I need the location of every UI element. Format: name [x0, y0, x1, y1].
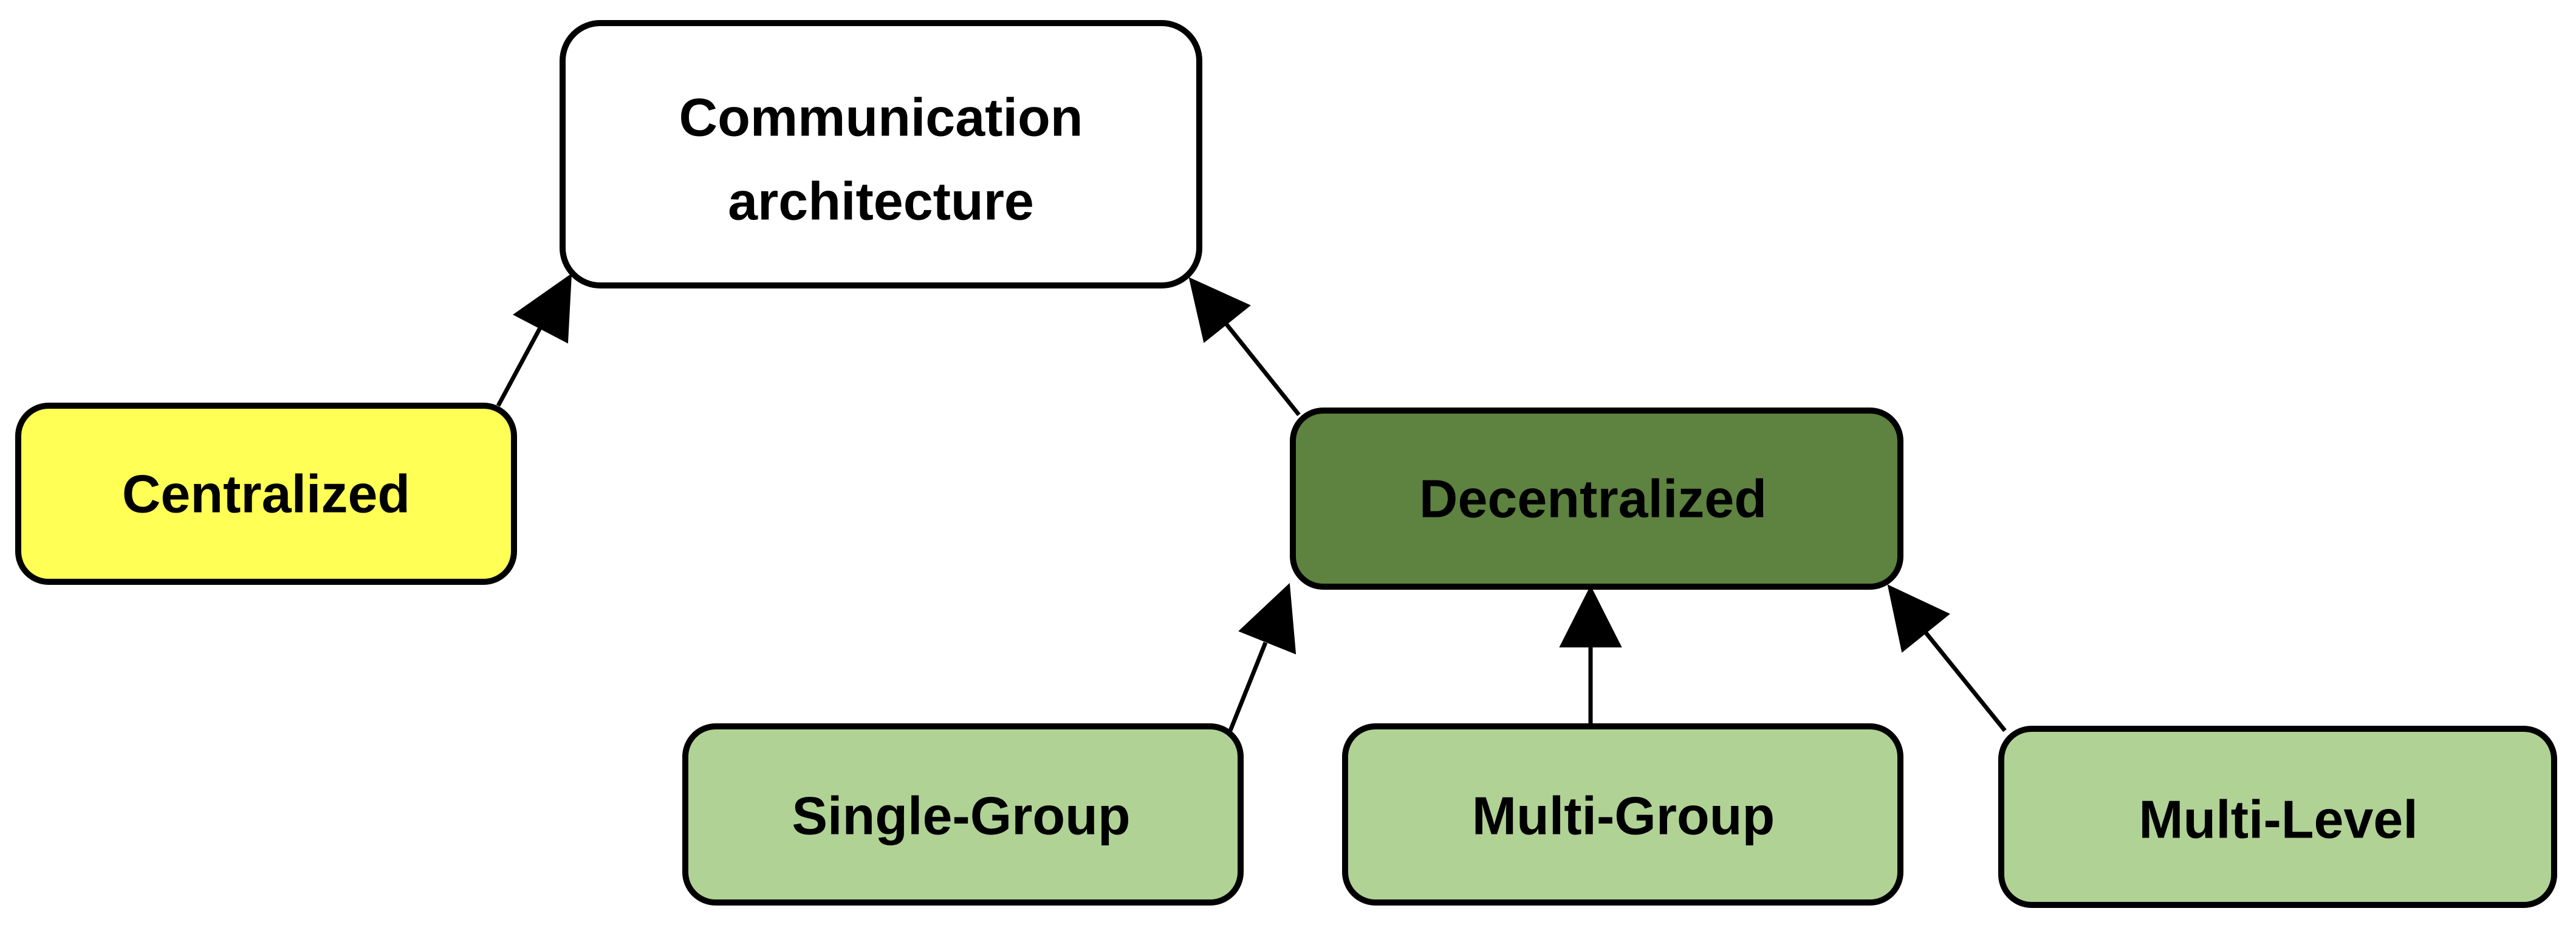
node-single-group: Single-Group — [682, 723, 1244, 906]
node-decentralized: Decentralized — [1290, 408, 1903, 590]
node-label: Single-Group — [792, 785, 1130, 845]
node-label-line2: architecture — [728, 171, 1034, 231]
arrowhead-icon — [1887, 584, 1950, 653]
edge-line — [1924, 631, 2007, 732]
edge-single-group-to-decentralized — [1228, 582, 1297, 732]
edge-line — [496, 326, 543, 407]
node-multi-level: Multi-Level — [1998, 726, 2557, 908]
arrowhead-icon — [513, 273, 572, 344]
arrowhead-icon — [1188, 277, 1251, 343]
node-multi-group: Multi-Group — [1342, 723, 1903, 906]
node-label: Multi-Level — [2139, 789, 2418, 849]
edge-centralized-to-root — [496, 273, 572, 407]
edge-line — [1224, 322, 1301, 417]
node-label: Centralized — [122, 463, 410, 524]
node-label-line1: Communication — [679, 87, 1083, 147]
node-box — [1290, 408, 1903, 590]
edges — [496, 273, 2007, 732]
arrowhead-icon — [1238, 582, 1297, 655]
node-communication-architecture: Communication architecture — [560, 20, 1202, 288]
arrowhead-icon — [1559, 585, 1622, 647]
node-label: Multi-Group — [1472, 785, 1775, 845]
node-box — [560, 20, 1202, 288]
edge-line — [1228, 641, 1268, 732]
edge-multi-group-to-decentralized — [1559, 585, 1622, 725]
node-box — [15, 403, 517, 585]
node-centralized: Centralized — [15, 403, 517, 585]
node-box — [1342, 723, 1903, 906]
node-box — [1998, 726, 2557, 908]
edge-decentralized-to-root — [1188, 277, 1301, 417]
node-box — [682, 723, 1244, 906]
edge-multi-level-to-decentralized — [1887, 584, 2007, 732]
node-label: Decentralized — [1419, 468, 1767, 528]
